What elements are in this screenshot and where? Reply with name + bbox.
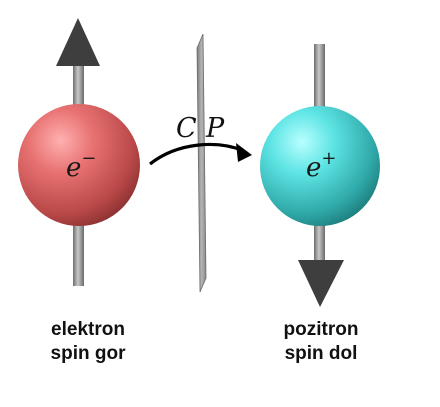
- positron-group: e+: [260, 44, 380, 307]
- operator-c-label: C: [176, 113, 197, 144]
- positron-sphere: [260, 106, 380, 226]
- positron-spin-down-arrow-icon: [298, 260, 344, 307]
- positron-symbol: e+: [306, 148, 336, 183]
- operator-p-label: P: [205, 113, 225, 144]
- electron-symbol: e−: [66, 148, 96, 183]
- electron-charge: −: [81, 148, 96, 169]
- electron-caption-line1: elektron: [51, 319, 125, 340]
- electron-symbol-e: e: [66, 153, 81, 183]
- electron-group: e−: [18, 18, 140, 286]
- mirror-plane: [196, 33, 207, 293]
- positron-caption-line1: pozitron: [283, 319, 359, 340]
- positron-caption-line2: spin dol: [284, 343, 358, 364]
- electron-caption-line2: spin gor: [50, 343, 126, 364]
- electron-sphere: [18, 104, 140, 226]
- electron-spin-up-arrow-icon: [56, 18, 100, 66]
- cp-transform-arrow: [149, 142, 252, 166]
- curved-arrow-head-icon: [236, 143, 252, 162]
- positron-charge: +: [321, 148, 336, 169]
- curved-arrow-icon: [149, 142, 245, 166]
- electron-caption: elektron spin gor: [18, 318, 158, 366]
- positron-symbol-e: e: [306, 153, 321, 183]
- positron-caption: pozitron spin dol: [251, 318, 391, 366]
